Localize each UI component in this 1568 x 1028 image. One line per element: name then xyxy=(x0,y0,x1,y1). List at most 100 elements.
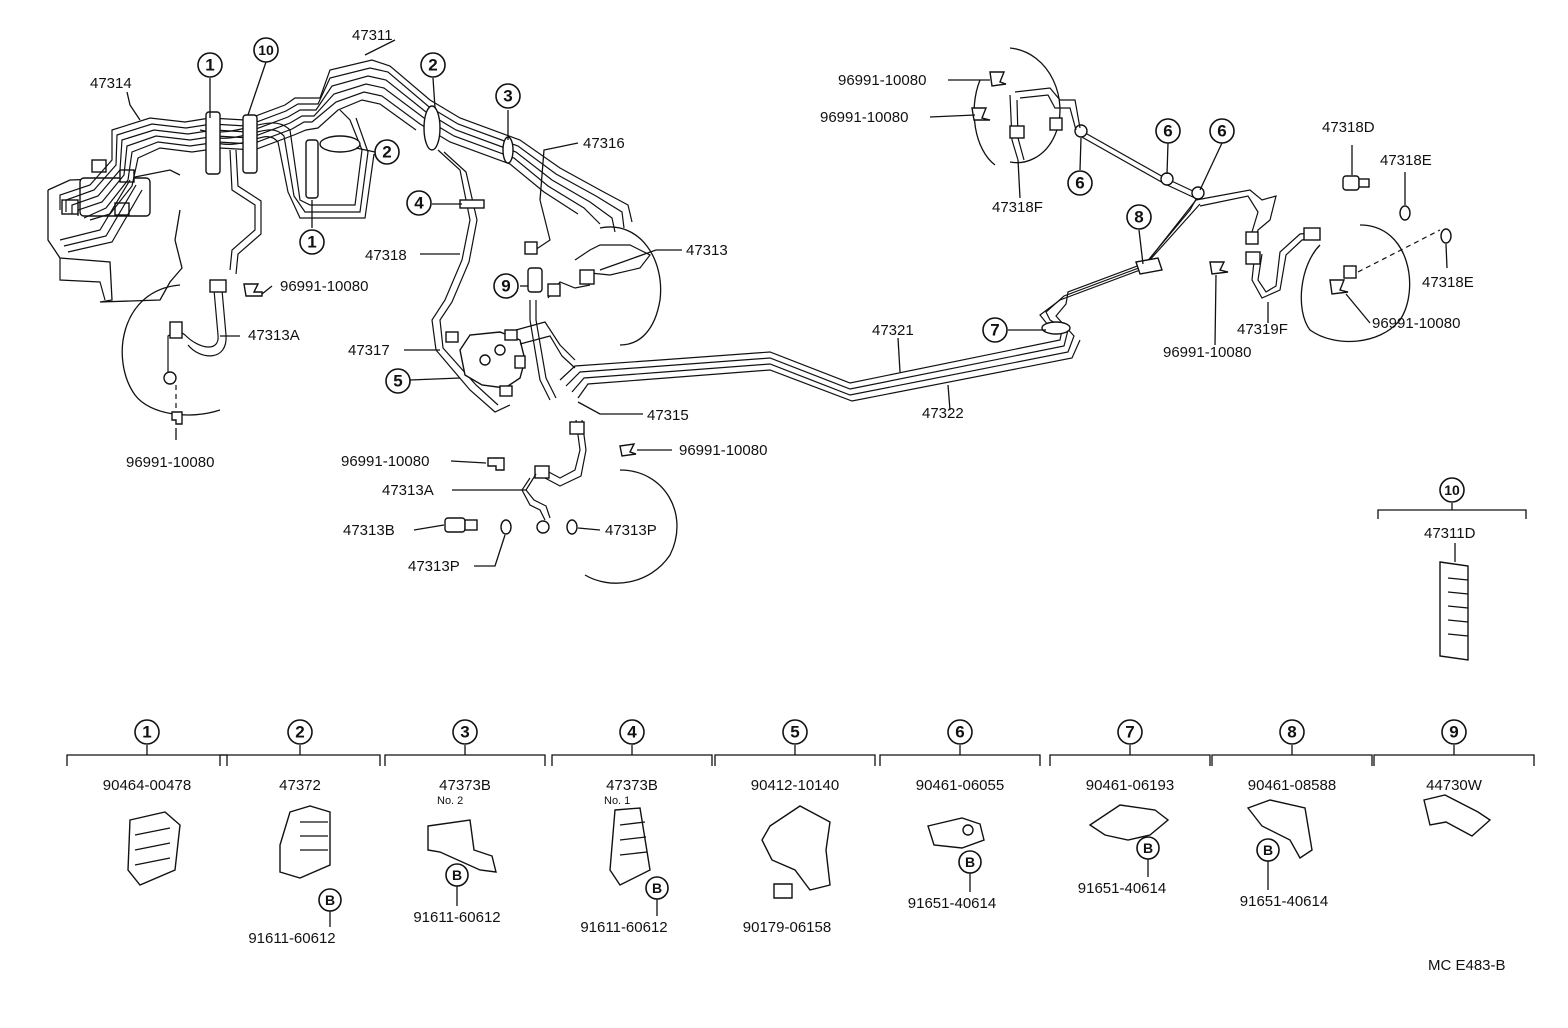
clip-1a xyxy=(205,111,221,175)
long-pipes xyxy=(559,124,1277,402)
clip-3 xyxy=(502,136,514,164)
label-47313P-left: 47313P xyxy=(408,558,460,575)
callout-6a: 6 xyxy=(1155,118,1181,144)
legend-number-circle xyxy=(1117,719,1143,745)
legend-part-number: 90461-06055 xyxy=(916,777,1004,794)
bolt-marker-letter: B xyxy=(452,867,462,883)
bolt-marker-letter: B xyxy=(965,854,975,870)
callout-1b: 1 xyxy=(299,229,325,255)
bolt-marker-letter: B xyxy=(1263,842,1273,858)
svg-text:1: 1 xyxy=(205,56,214,75)
legend-bolt-number: 90179-06158 xyxy=(743,919,831,936)
label-clip-right-2: 96991-10080 xyxy=(1163,344,1251,361)
callout-9: 9 xyxy=(493,273,519,299)
label-47318E-bottom: 47318E xyxy=(1422,274,1474,291)
svg-text:5: 5 xyxy=(393,372,402,391)
legend-number-circle xyxy=(619,719,645,745)
label-47318E-top: 47318E xyxy=(1380,152,1432,169)
center-pipes xyxy=(431,149,576,413)
legend-part-number: 90412-10140 xyxy=(751,777,839,794)
bolt-marker-letter: B xyxy=(652,880,662,896)
label-47311D: 47311D xyxy=(1424,525,1476,542)
legend-number: 7 xyxy=(1125,723,1134,742)
callouts: 1 10 2 3 2 1 4 9 5 6 6 6 8 7 10 xyxy=(197,37,1465,503)
legend-sub-label: No. 2 xyxy=(437,795,463,807)
label-47318D: 47318D xyxy=(1322,119,1375,136)
label-47311: 47311 xyxy=(352,27,393,44)
svg-text:1: 1 xyxy=(307,233,316,252)
svg-text:4: 4 xyxy=(414,194,424,213)
legend-part-number: 47373B xyxy=(439,777,491,794)
legend-part-number: 90464-00478 xyxy=(103,777,191,794)
callout-10: 10 xyxy=(253,37,279,63)
label-47322: 47322 xyxy=(922,405,964,422)
svg-text:9: 9 xyxy=(501,277,510,296)
legend-bolt-number: 91651-40614 xyxy=(1078,880,1166,897)
legend-part-number: 47373B xyxy=(606,777,658,794)
label-clip-mid-1: 96991-10080 xyxy=(341,453,429,470)
clip-9 xyxy=(527,267,543,293)
legend-bolt-number: 91651-40614 xyxy=(1240,893,1328,910)
rear-left-wheel-area xyxy=(444,419,678,584)
callout-2b: 2 xyxy=(374,139,400,165)
callout-5: 5 xyxy=(385,368,411,394)
right-top-caliper-area xyxy=(971,47,1081,166)
legend-part-number: 47372 xyxy=(279,777,321,794)
legend-sketches xyxy=(127,794,1492,899)
label-47318: 47318 xyxy=(365,247,407,264)
legend-number: 3 xyxy=(460,723,469,742)
label-clip-left-2: 96991-10080 xyxy=(126,454,214,471)
part-labels: 47311 47314 47316 47318 47313 47317 4731… xyxy=(90,27,1506,974)
legend-bolt-number: 91651-40614 xyxy=(908,895,996,912)
svg-text:2: 2 xyxy=(382,143,391,162)
label-47317: 47317 xyxy=(348,342,390,359)
proportioning-valve xyxy=(459,331,526,389)
legend-number: 6 xyxy=(955,723,964,742)
callout-6c: 6 xyxy=(1067,170,1093,196)
diagram-code: MC E483-B xyxy=(1428,957,1506,974)
legend-sub-label: No. 1 xyxy=(604,795,630,807)
legend-number-circle xyxy=(134,719,160,745)
right-rear-wheel-area xyxy=(1209,175,1452,343)
callout-8: 8 xyxy=(1126,204,1152,230)
legend-number: 8 xyxy=(1287,723,1296,742)
label-47313P-right: 47313P xyxy=(605,522,657,539)
clip-10 xyxy=(242,114,258,174)
svg-text:8: 8 xyxy=(1134,208,1143,227)
center-disc xyxy=(547,226,662,346)
svg-text:7: 7 xyxy=(990,321,999,340)
svg-text:6: 6 xyxy=(1163,122,1172,141)
svg-text:6: 6 xyxy=(1075,174,1084,193)
master-cylinder-assembly xyxy=(47,159,183,303)
callout-10-legend: 10 xyxy=(1439,477,1465,503)
legend-number: 2 xyxy=(295,723,304,742)
label-47313B: 47313B xyxy=(343,522,395,539)
clip-47311D-drawing xyxy=(1439,561,1469,661)
label-clip-top-1: 96991-10080 xyxy=(838,72,926,89)
svg-text:6: 6 xyxy=(1217,122,1226,141)
clip-1b xyxy=(305,139,319,199)
label-47318F: 47318F xyxy=(992,199,1043,216)
bolt-marker-letter: B xyxy=(1143,840,1153,856)
callout-3: 3 xyxy=(495,83,521,109)
legend-number-circle xyxy=(947,719,973,745)
label-47321: 47321 xyxy=(872,322,914,339)
legend-bolt-number: 91611-60612 xyxy=(413,909,500,926)
svg-text:3: 3 xyxy=(503,87,512,106)
label-47313A-left: 47313A xyxy=(248,327,300,344)
clip-2b xyxy=(319,135,361,153)
legend-part-number: 90461-08588 xyxy=(1248,777,1336,794)
callout-2a: 2 xyxy=(420,52,446,78)
legend-part-number: 44730W xyxy=(1426,777,1483,794)
svg-text:2: 2 xyxy=(428,56,437,75)
bolt-marker-letter: B xyxy=(325,892,335,908)
pipe-bundle xyxy=(59,59,633,275)
